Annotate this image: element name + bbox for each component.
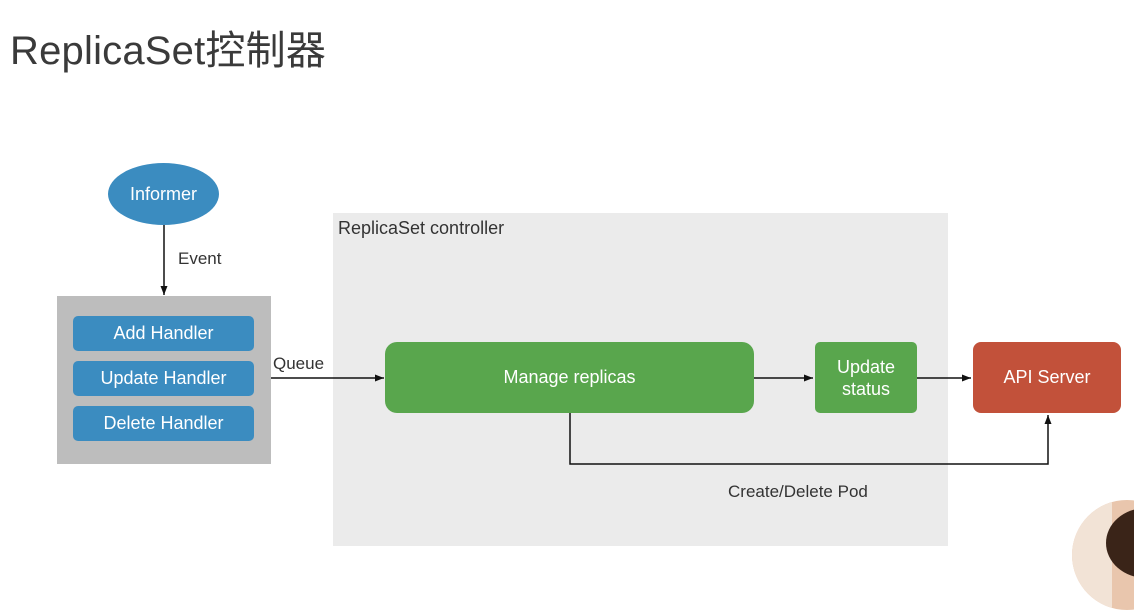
delete-handler-node: Delete Handler bbox=[73, 406, 254, 441]
replicaset-controller-label: ReplicaSet controller bbox=[338, 218, 505, 238]
update-handler-node: Update Handler bbox=[73, 361, 254, 396]
api-server-label: API Server bbox=[1003, 367, 1091, 387]
add-handler-node: Add Handler bbox=[73, 316, 254, 351]
informer-node: Informer bbox=[108, 163, 219, 225]
update-handler-label: Update Handler bbox=[100, 368, 227, 388]
create-delete-pod-edge-label: Create/Delete Pod bbox=[728, 482, 868, 501]
add-handler-label: Add Handler bbox=[113, 323, 214, 343]
presenter-webcam-thumbnail bbox=[1072, 500, 1134, 610]
delete-handler-label: Delete Handler bbox=[103, 413, 224, 433]
api-server-node: API Server bbox=[973, 342, 1121, 413]
page-title: ReplicaSet控制器 bbox=[10, 29, 327, 73]
manage-replicas-node: Manage replicas bbox=[385, 342, 754, 413]
queue-edge-label: Queue bbox=[273, 354, 325, 373]
update-status-label: Update status bbox=[836, 356, 896, 399]
event-edge-label: Event bbox=[178, 249, 222, 268]
update-status-node: Update status bbox=[815, 342, 917, 413]
informer-label: Informer bbox=[129, 183, 198, 204]
manage-replicas-label: Manage replicas bbox=[503, 367, 636, 387]
